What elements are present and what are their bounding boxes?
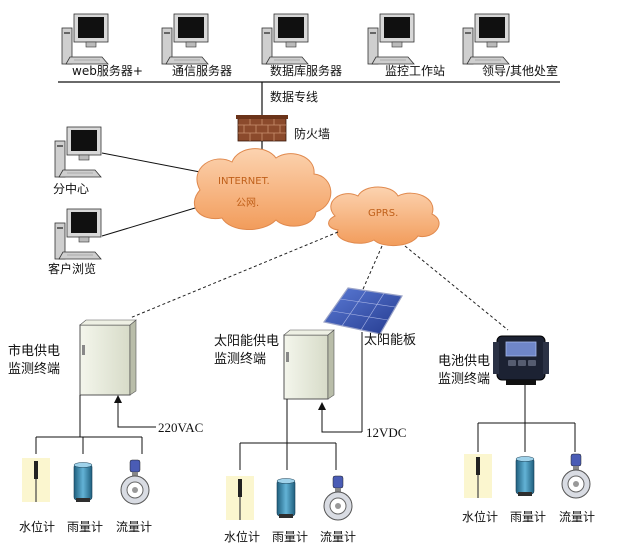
solar-rain-gauge-icon xyxy=(276,478,296,519)
gprs-to-solar-link xyxy=(359,245,383,297)
battery-water-level-icon xyxy=(463,453,493,499)
battery-terminal-line2: 监测终端 xyxy=(438,372,491,387)
mains-terminal-line2: 监测终端 xyxy=(8,362,61,377)
solar-terminal-cabinet-icon xyxy=(283,329,335,400)
battery-terminal-line1: 电池供电 xyxy=(438,354,491,369)
solar-terminal-line2: 监测终端 xyxy=(214,352,267,367)
gprs-to-battery-link xyxy=(404,245,509,331)
server-label-web: web服务器+ xyxy=(72,64,143,78)
solar-power-line xyxy=(321,407,362,433)
internet-cloud xyxy=(194,148,332,231)
server-database-icon xyxy=(261,13,309,65)
mains-flow-meter-icon xyxy=(120,459,150,505)
solar-terminal-line1: 太阳能供电 xyxy=(214,334,280,349)
solar-flow-meter-label: 流量计 xyxy=(320,530,357,544)
mains-power-arrow xyxy=(114,395,122,403)
mains-power-line xyxy=(117,400,156,428)
solar-rain-gauge-label: 雨量计 xyxy=(272,530,309,544)
solar-water-level-icon xyxy=(225,475,255,521)
solar-voltage-label: 12VDC xyxy=(366,425,407,440)
server-label-communication: 通信服务器 xyxy=(172,64,233,78)
solar-terminal-label: 太阳能供电 监测终端 xyxy=(214,333,294,369)
server-web-icon xyxy=(61,13,109,65)
battery-flow-meter-label: 流量计 xyxy=(559,510,596,524)
server-leadership-icon xyxy=(462,13,510,65)
solar-flow-meter-icon xyxy=(323,475,353,521)
mains-rain-gauge-label: 雨量计 xyxy=(67,520,104,534)
mains-water-level-label: 水位计 xyxy=(19,520,56,534)
customer-browse-computer-icon xyxy=(54,208,102,260)
battery-terminal-label: 电池供电 监测终端 xyxy=(438,353,508,389)
public-network-label: 公网. xyxy=(236,198,260,209)
mains-flow-meter-label: 流量计 xyxy=(116,520,153,534)
mains-voltage-label: 220VAC xyxy=(158,420,204,435)
firewall-label: 防火墙 xyxy=(294,127,331,141)
server-label-monitor: 监控工作站 xyxy=(385,64,446,78)
server-communication-icon xyxy=(161,13,209,65)
solar-power-arrow xyxy=(318,402,326,410)
solar-panel-icon xyxy=(322,287,403,335)
mains-terminal-cabinet-icon xyxy=(79,319,137,396)
gprs-to-mains-link xyxy=(129,231,339,319)
server-monitor-workstation-icon xyxy=(367,13,415,65)
battery-flow-meter-icon xyxy=(561,453,591,499)
battery-water-level-label: 水位计 xyxy=(462,510,499,524)
server-label-database: 数据库服务器 xyxy=(270,64,343,78)
internet-label: INTERNET. xyxy=(218,176,270,187)
mains-terminal-label: 市电供电 监测终端 xyxy=(8,343,78,379)
battery-rain-gauge-icon xyxy=(515,456,535,497)
customer-to-internet-line xyxy=(101,204,206,237)
mains-water-level-icon xyxy=(21,457,51,503)
mains-rain-gauge-icon xyxy=(73,462,93,503)
server-label-leadership: 领导/其他处室 xyxy=(482,64,559,78)
battery-terminal-device-icon xyxy=(493,335,549,385)
gprs-label: GPRS. xyxy=(368,208,399,219)
mains-terminal-line1: 市电供电 xyxy=(8,344,61,359)
branch-center-computer-icon xyxy=(54,126,102,178)
solar-water-level-label: 水位计 xyxy=(224,530,261,544)
customer-browse-label: 客户浏览 xyxy=(48,262,97,276)
data-line-label: 数据专线 xyxy=(270,90,319,104)
branch-to-internet-line xyxy=(101,152,201,173)
firewall-icon xyxy=(236,115,288,142)
solar-panel-label: 太阳能板 xyxy=(364,333,417,348)
battery-rain-gauge-label: 雨量计 xyxy=(510,510,547,524)
branch-center-label: 分中心 xyxy=(53,182,90,196)
